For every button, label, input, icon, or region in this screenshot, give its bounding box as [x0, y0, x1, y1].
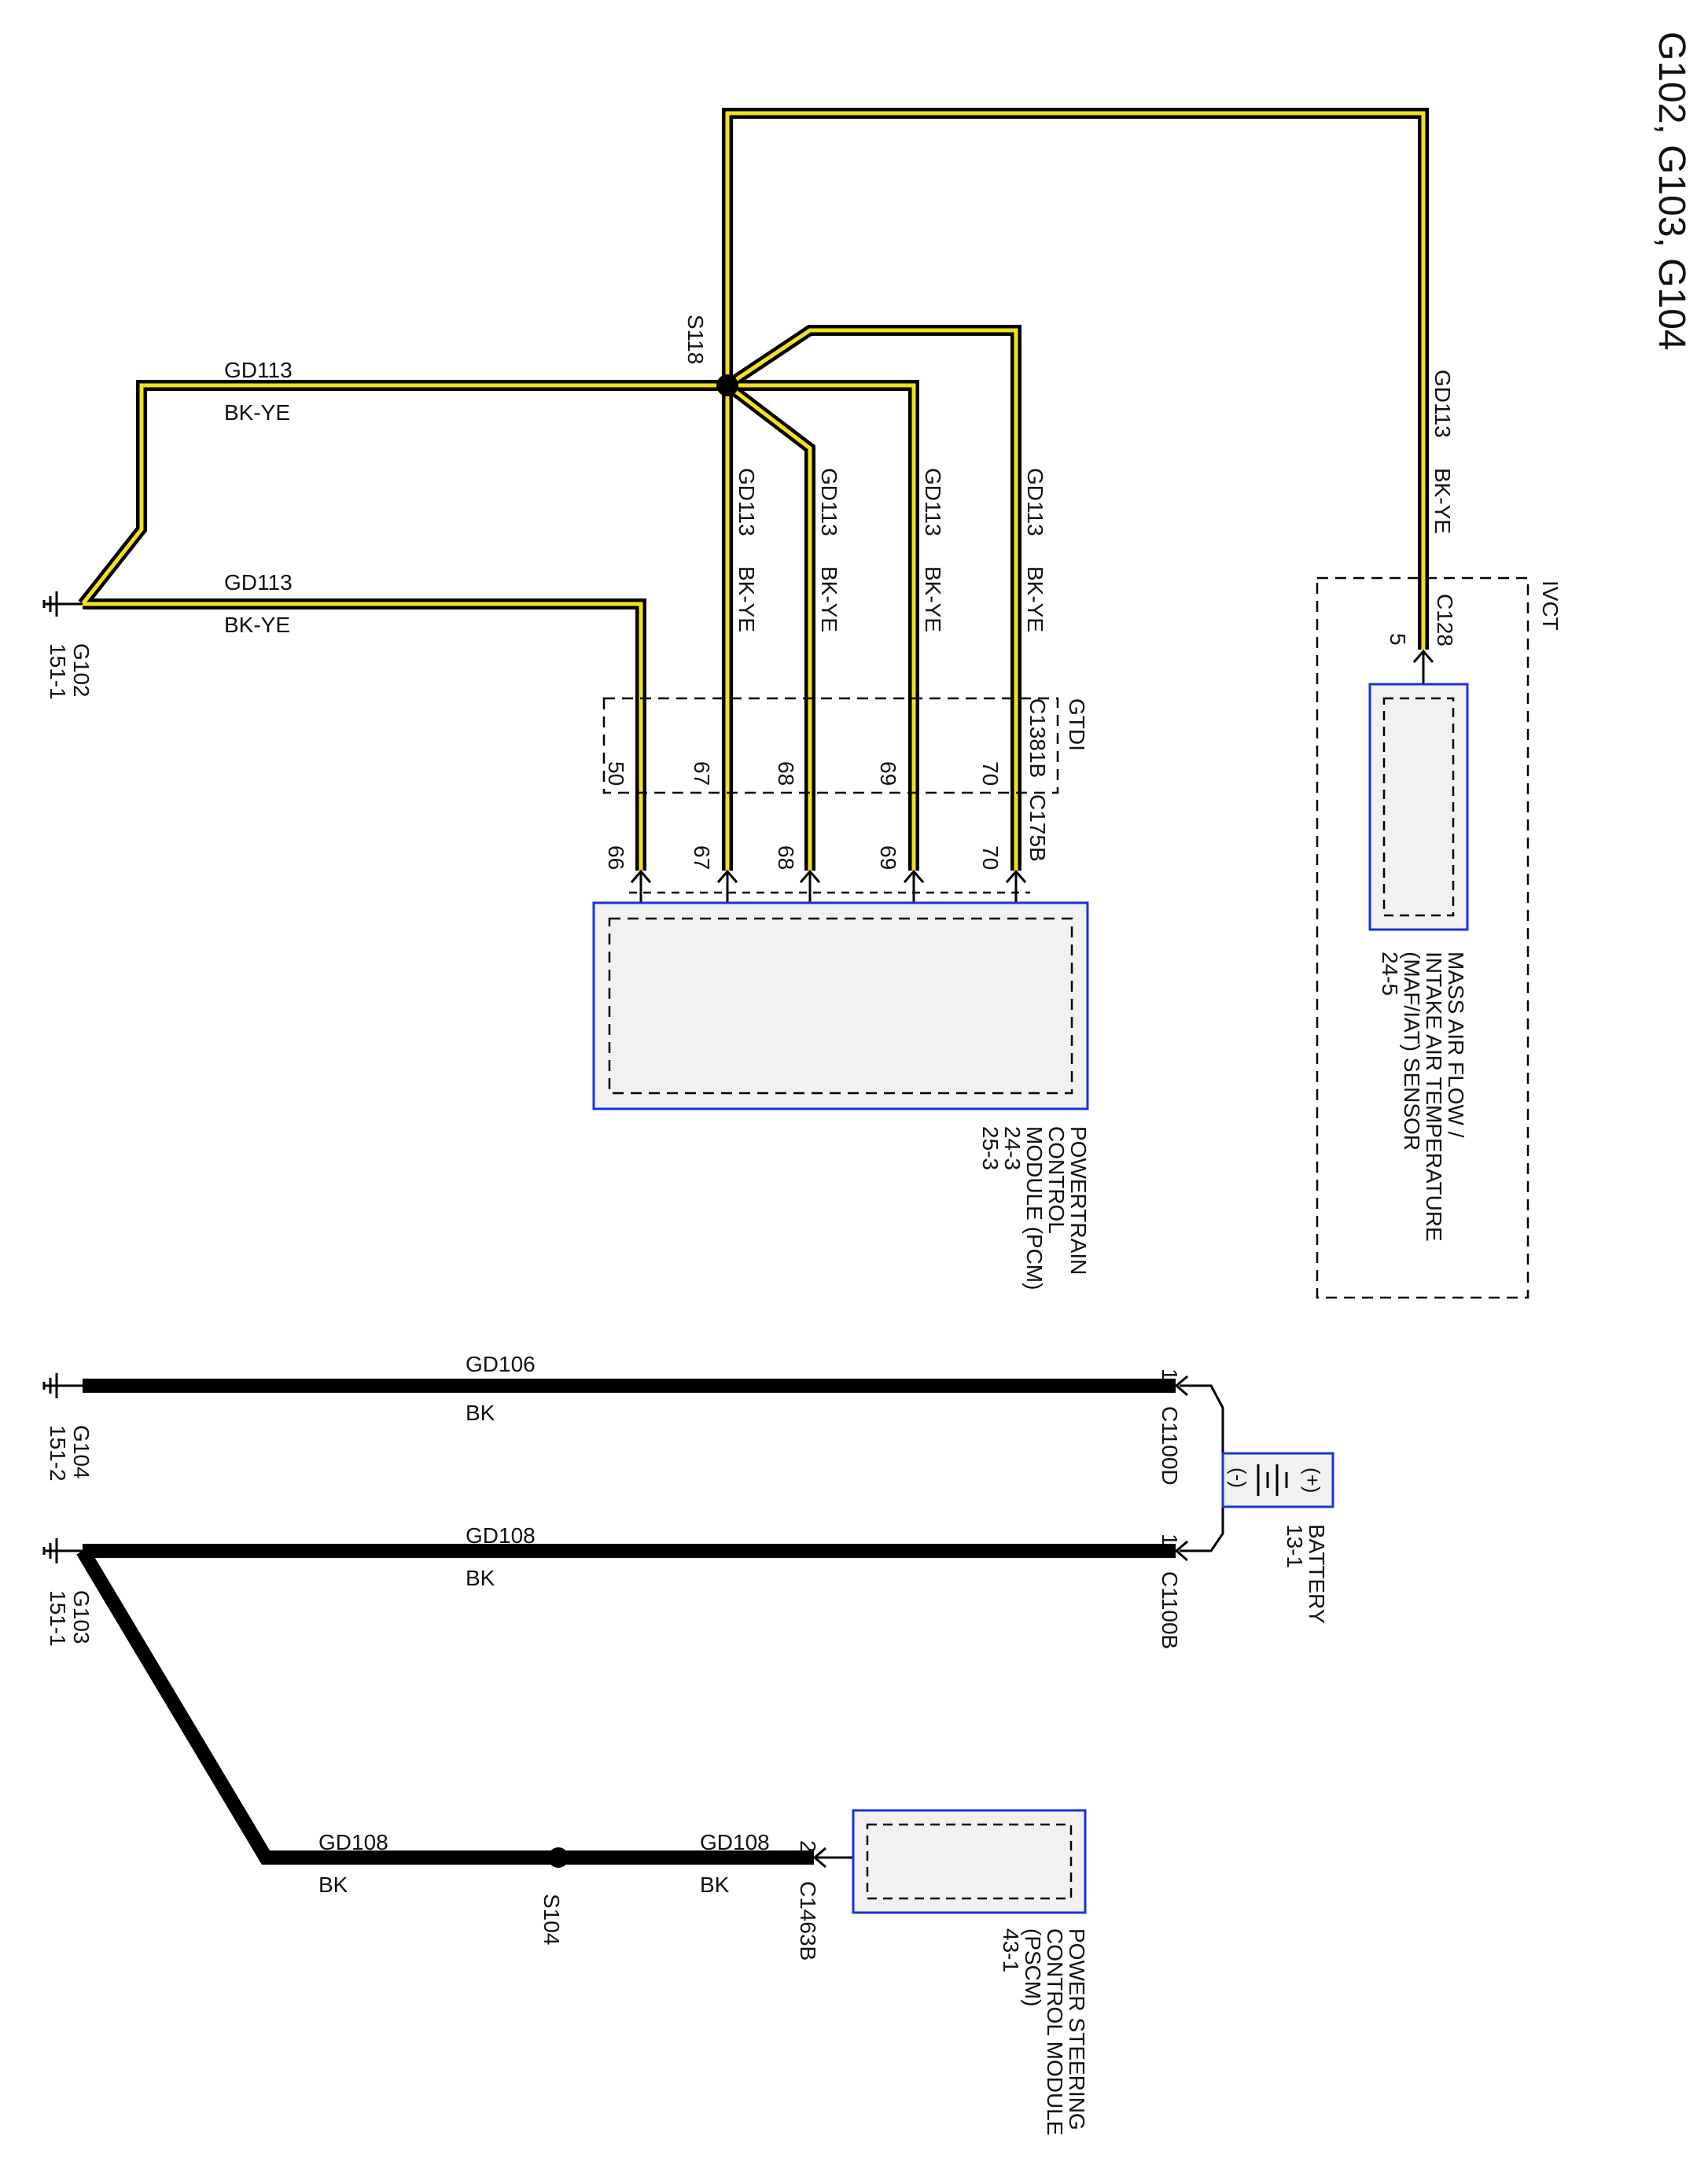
pcm-connector-label: C175B: [1025, 794, 1050, 862]
pcm-ref-1: 24-3: [1000, 1126, 1025, 1170]
splice-s104-dot: [548, 1847, 569, 1868]
maf-sensor-box: [1368, 683, 1469, 931]
wire-label-bkye-70: BK-YE: [1023, 566, 1047, 632]
battery-plus: (+): [1301, 1467, 1324, 1493]
gtdi-pin-50: 50: [604, 761, 628, 786]
pcm-module-box: [592, 901, 1089, 1110]
battery-cells-icon: [1257, 1464, 1288, 1496]
pcm-name-line-2: CONTROL: [1044, 1126, 1069, 1234]
gtdi-connector-box: [602, 697, 1059, 794]
diagram-title: G102, G103, G104: [1651, 31, 1692, 351]
gtdi-pin-67: 67: [690, 761, 714, 786]
wire-g102-to-pcm-66: [83, 598, 646, 871]
battery-connector-d: C1100D: [1158, 1406, 1182, 1486]
maf-connector-chevron: [1412, 649, 1434, 686]
ground-g103-ref: 151-1: [46, 1590, 70, 1647]
wire-label-gd106: GD106: [466, 1352, 536, 1376]
maf-sensor-label: MASS AIR FLOW / INTAKE AIR TEMPERATURE (…: [1378, 952, 1468, 1242]
wire-label-gd113-68: GD113: [817, 468, 841, 536]
wire-label-gd113-70: GD113: [1023, 468, 1047, 536]
pscm-connector-chevron: [812, 1847, 857, 1869]
wire-label-gd108-left: GD108: [318, 1830, 388, 1854]
wire-label-bkye-lower: BK-YE: [224, 613, 290, 637]
ground-g104-symbol: [42, 1373, 83, 1398]
ground-g103-symbol: [42, 1538, 83, 1563]
pcm-ref-2: 25-3: [978, 1126, 1003, 1170]
wire-label-gd108-battery: GD108: [466, 1523, 536, 1548]
wire-label-bk-gd106: BK: [466, 1401, 495, 1425]
ground-g104-label: G104: [69, 1425, 94, 1479]
wire-label-bkye-69: BK-YE: [921, 566, 945, 632]
pcm-pin-67: 67: [690, 845, 714, 870]
pcm-pin-66: 66: [604, 845, 628, 870]
battery-name: BATTERY: [1305, 1524, 1329, 1624]
ground-g102-label: G102: [69, 643, 94, 698]
splice-s118-dot: [716, 374, 738, 396]
wire-label-gd113-69: GD113: [921, 468, 945, 536]
wire-label-gd113-maf: GD113: [1430, 370, 1455, 438]
splice-s104-label: S104: [539, 1894, 564, 1945]
maf-connector-label: C128: [1433, 594, 1457, 646]
lower-harness: [76, 1379, 1176, 1865]
battery-minus: (-): [1227, 1467, 1250, 1488]
pcm-name-line-1: POWERTRAIN: [1066, 1126, 1091, 1275]
pscm-ref: 43-1: [999, 1928, 1023, 1972]
battery-connector-b: C1100B: [1158, 1571, 1182, 1649]
ground-g103-label: G103: [69, 1590, 94, 1644]
wire-label-bkye-67: BK-YE: [734, 566, 759, 632]
wire-gd108-pscm: [76, 1547, 814, 1865]
splice-s118-label: S118: [683, 315, 708, 364]
wire-label-bk-gd108-battery: BK: [466, 1566, 495, 1590]
wire-label-bkye-top: BK-YE: [224, 400, 290, 425]
battery-ref: 13-1: [1283, 1524, 1307, 1568]
pcm-pin-69: 69: [876, 845, 900, 870]
pcm-pin-70: 70: [978, 845, 1003, 870]
maf-pin: 5: [1386, 633, 1410, 646]
gtdi-connector-label: C1381B: [1025, 698, 1050, 778]
wire-label-bkye-maf: BK-YE: [1430, 468, 1455, 534]
wire-label-bk-left: BK: [318, 1873, 348, 1897]
wire-s118-to-pcm-70: [724, 325, 1021, 871]
gtdi-label: GTDI: [1065, 698, 1089, 751]
ground-g102-ref: 151-1: [46, 643, 70, 700]
pscm-name-line-2: CONTROL MODULE: [1043, 1928, 1067, 2135]
battery-connector-chevrons: [1174, 1375, 1224, 1562]
maf-name-line-2: INTAKE AIR TEMPERATURE: [1422, 952, 1446, 1242]
maf-ref: 24-5: [1378, 952, 1402, 996]
wire-label-gd113-top: GD113: [224, 358, 293, 382]
wire-label-gd113-lower: GD113: [224, 570, 293, 595]
pcm-pin-68: 68: [774, 845, 798, 870]
ground-g104-ref: 151-2: [46, 1425, 70, 1482]
pscm-module-box: [852, 1809, 1087, 1914]
wire-g102-to-s118: [78, 380, 727, 608]
pscm-pin: 2: [796, 1840, 820, 1853]
gtdi-pin-69: 69: [876, 761, 900, 786]
ivct-box: [1316, 576, 1529, 1299]
pcm-module-inner: [608, 917, 1073, 1095]
pscm-name-line-1: POWER STEERING: [1065, 1928, 1089, 2130]
wire-label-bkye-68: BK-YE: [817, 566, 841, 632]
gd113-harness: [78, 108, 1429, 871]
wire-label-gd108-right: GD108: [700, 1830, 770, 1854]
wire-label-bk-right: BK: [700, 1873, 730, 1897]
maf-name-line-3: (MAF/IAT) SENSOR: [1400, 952, 1424, 1151]
ivct-label: IVCT: [1538, 580, 1563, 631]
wire-label-gd113-67: GD113: [734, 468, 759, 536]
battery-pin-d: 1: [1158, 1368, 1182, 1381]
pscm-connector-label: C1463B: [796, 1881, 820, 1961]
ground-g102-symbol: [42, 591, 83, 617]
pscm-module-inner: [866, 1823, 1073, 1900]
pcm-name-line-3: MODULE (PCM): [1022, 1126, 1047, 1290]
maf-sensor-inner: [1382, 697, 1455, 917]
maf-name-line-1: MASS AIR FLOW /: [1444, 952, 1468, 1138]
gtdi-pin-70: 70: [978, 761, 1003, 786]
gtdi-pin-68: 68: [774, 761, 798, 786]
battery-pin-b: 1: [1158, 1534, 1182, 1546]
pscm-module-label: POWER STEERING CONTROL MODULE (PSCM) 43-…: [999, 1928, 1089, 2135]
pcm-module-label: POWERTRAIN CONTROL MODULE (PCM) 24-3 25-…: [978, 1126, 1091, 1290]
pscm-name-line-3: (PSCM): [1021, 1928, 1045, 2007]
